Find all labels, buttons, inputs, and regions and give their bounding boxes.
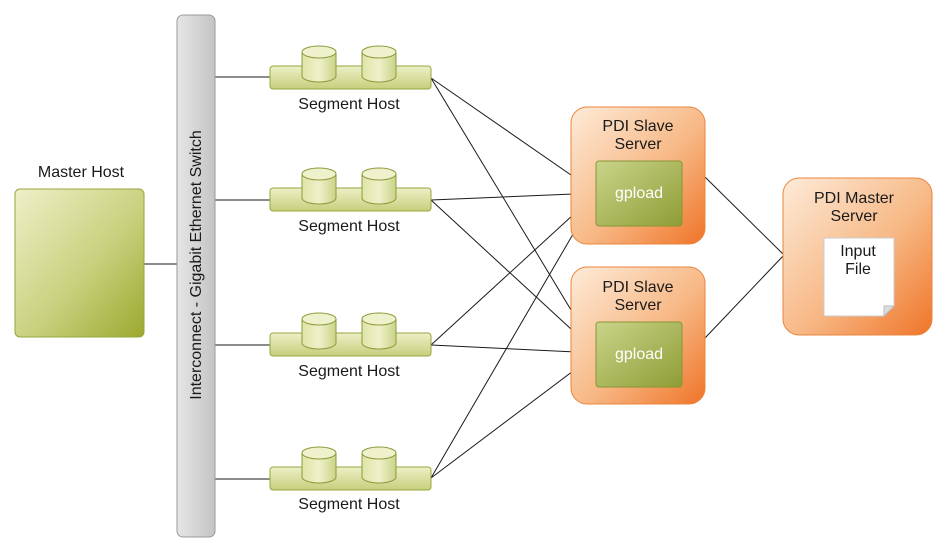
line-seg4-slave1 (430, 192, 598, 479)
segment-host-label: Segment Host (298, 218, 400, 235)
disk-icon (301, 446, 337, 484)
line-seg3-slave2 (430, 344, 598, 354)
segment-host-base (269, 466, 432, 491)
disk-icon (361, 45, 397, 83)
slave-server-title: Server (614, 297, 662, 314)
pdi-slave-server: PDI Slave Server gpload (570, 266, 706, 405)
disk-icon (301, 45, 337, 83)
master-host-label: Master Host (38, 164, 125, 181)
slave-server-title: PDI Slave (602, 279, 673, 296)
pdi-slave-server: PDI Slave Server gpload (570, 106, 706, 245)
segment-host-label: Segment Host (298, 496, 400, 513)
segment-host-base (269, 332, 432, 357)
master-server-title: PDI Master (814, 190, 895, 207)
master-server-title: Server (830, 208, 878, 225)
disk-icon (361, 167, 397, 205)
disk-icon (301, 312, 337, 350)
input-file-label: Input (840, 243, 876, 260)
line-seg1-slave2 (430, 77, 598, 354)
slave-server-title: PDI Slave (602, 118, 673, 135)
line-seg4-slave2 (430, 352, 598, 479)
disk-icon (361, 312, 397, 350)
gpload-box (595, 160, 683, 227)
switch-bar (176, 14, 216, 538)
gpload-label: gpload (615, 346, 663, 363)
file-corner (883, 305, 896, 318)
switch: Interconnect - Gigabit Ethernet Switch (176, 14, 216, 538)
segment-host-base (269, 187, 432, 212)
line-seg2-slave2 (430, 199, 598, 354)
line-seg3-slave1 (430, 192, 598, 346)
gpload-label: gpload (615, 185, 663, 202)
master-host-box (14, 188, 145, 338)
segment-host: Segment Host (269, 446, 432, 513)
segment-host: Segment Host (269, 167, 432, 235)
disk-icon (301, 167, 337, 205)
input-file-label: File (845, 261, 871, 278)
gpload-box (595, 321, 683, 388)
slave-server-title: Server (614, 136, 662, 153)
segment-host: Segment Host (269, 45, 432, 113)
segment-host-base (269, 65, 432, 90)
line-seg2-slave1 (430, 192, 598, 201)
disk-icon (361, 446, 397, 484)
pdi-master-server: PDI Master Server Input File (782, 177, 933, 336)
segment-host-label: Segment Host (298, 96, 400, 113)
input-file-icon: Input File (823, 237, 896, 318)
master-host: Master Host (14, 164, 145, 338)
segment-host-label: Segment Host (298, 363, 400, 380)
line-seg1-slave1 (430, 77, 598, 194)
segment-host: Segment Host (269, 312, 432, 380)
connector-lines (144, 76, 785, 480)
switch-label: Interconnect - Gigabit Ethernet Switch (188, 130, 205, 399)
line-slave2-master (704, 254, 785, 339)
line-slave1-master (704, 176, 785, 256)
